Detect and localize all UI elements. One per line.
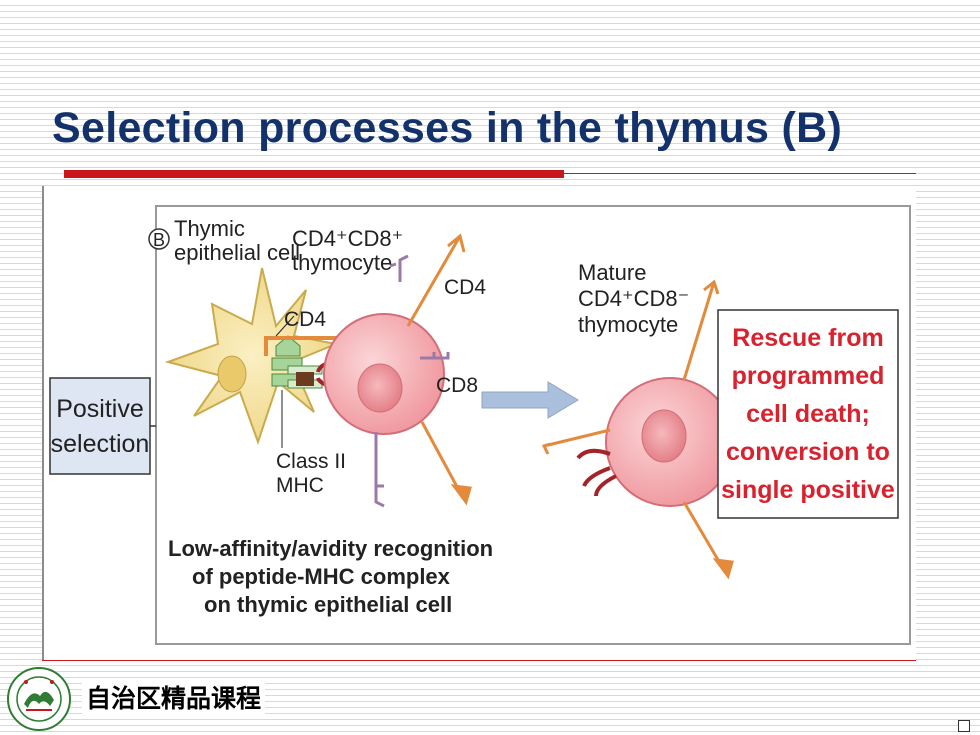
- cd4-coreceptor-left: [264, 336, 344, 356]
- class2-label-1: Class II: [276, 450, 346, 473]
- slide-title: Selection processes in the thymus (B): [52, 104, 843, 152]
- title-underline-thin: [564, 173, 916, 174]
- footer-divider: [42, 660, 916, 661]
- mature-label-1: Mature: [578, 260, 646, 285]
- cd8-label: CD8: [436, 374, 478, 397]
- recognition-line-2: of peptide-MHC complex: [192, 564, 451, 589]
- recognition-line-3: on thymic epithelial cell: [204, 592, 452, 617]
- thymocyte-nucleus: [357, 363, 403, 413]
- footer-course-label: 自治区精品课程: [82, 679, 266, 715]
- mhc-class2-complex: [271, 335, 323, 389]
- epithelial-nucleus: [217, 355, 247, 393]
- positive-selection-box: Positive selection: [49, 377, 151, 475]
- thymic-label-1: Thymic: [174, 216, 245, 241]
- mature-tcr-receptors: [576, 448, 617, 497]
- class2-label-2: MHC: [276, 474, 324, 497]
- cd4-label-top: CD4: [444, 276, 486, 299]
- cd4-label-left: CD4: [284, 308, 326, 331]
- panel-label-b: B: [148, 228, 170, 250]
- dp-cd8-receptors: [374, 254, 450, 508]
- rescue-box: Rescue from programmed cell death; conve…: [717, 309, 899, 519]
- rescue-line-4: conversion to: [726, 438, 890, 466]
- positive-label-1: Positive: [56, 395, 144, 423]
- thymic-label-2: epithelial cell: [174, 240, 300, 265]
- mature-label-3: thymocyte: [578, 312, 678, 337]
- positive-label-2: selection: [51, 430, 150, 458]
- slide-corner-marker: [958, 720, 970, 732]
- university-logo-icon: [7, 667, 71, 731]
- dp-cd4-receptors: [406, 233, 472, 506]
- dp-label-1: CD4⁺CD8⁺: [292, 226, 403, 251]
- title-underline-bar: [64, 170, 564, 178]
- thymic-epithelial-cell: [164, 267, 340, 446]
- rescue-line-2: programmed: [732, 362, 885, 390]
- rescue-line-5: single positive: [721, 476, 895, 504]
- recognition-line-1: Low-affinity/avidity recognition: [168, 536, 493, 561]
- rescue-line-3: cell death;: [746, 400, 870, 428]
- transition-arrow: [481, 381, 579, 419]
- mature-nucleus: [641, 409, 687, 463]
- thymus-selection-figure: Positive selection B Thymic epithelial c…: [44, 186, 916, 660]
- rescue-line-1: Rescue from: [732, 324, 883, 352]
- dp-label-2: thymocyte: [292, 250, 392, 275]
- svg-text:B: B: [153, 230, 165, 250]
- left-divider: [42, 186, 44, 660]
- mature-cd4-receptors: [541, 279, 734, 580]
- mature-label-2: CD4⁺CD8⁻: [578, 286, 689, 311]
